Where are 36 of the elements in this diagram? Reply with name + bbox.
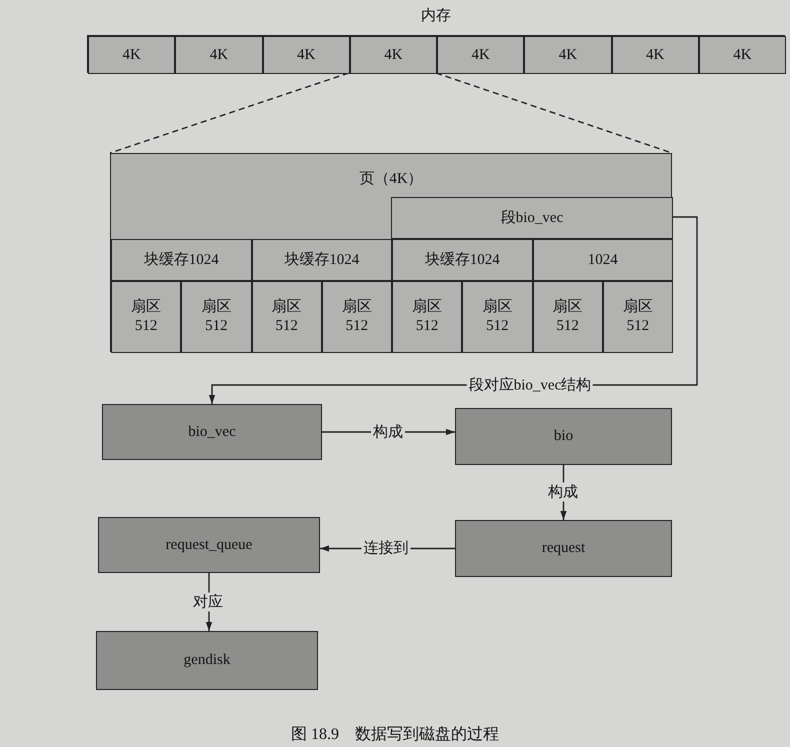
sector-cell: 扇区 512 <box>181 281 252 353</box>
block-buffer-cell: 块缓存1024 <box>111 239 252 281</box>
edge-label: 段对应bio_vec结构 <box>466 376 594 394</box>
page-box <box>110 153 672 352</box>
process-box: request <box>455 520 672 577</box>
sector-cell: 扇区 512 <box>322 281 392 353</box>
edge-label: 构成 <box>371 422 405 442</box>
memory-page-cell: 4K <box>524 36 612 74</box>
memory-title: 内存 <box>421 7 451 26</box>
sector-cell: 扇区 512 <box>532 281 603 353</box>
block-buffer-cell: 块缓存1024 <box>252 239 392 281</box>
process-box: bio <box>455 408 672 465</box>
sector-cell: 扇区 512 <box>111 281 182 353</box>
edge-label: 连接到 <box>362 538 410 558</box>
zoom-guide-line <box>110 72 349 154</box>
edge-label: 对应 <box>191 592 225 612</box>
sector-cell: 扇区 512 <box>462 281 532 353</box>
memory-page-cell: 4K <box>175 36 262 74</box>
figure-caption: 图 18.9 数据写到磁盘的过程 <box>291 724 499 745</box>
segment-box: 段bio_vec <box>391 197 673 239</box>
sector-cell: 扇区 512 <box>602 281 673 353</box>
memory-page-cell: 4K <box>698 36 786 74</box>
process-box: gendisk <box>96 631 318 690</box>
block-buffer-cell: 块缓存1024 <box>392 239 532 281</box>
process-box: bio_vec <box>102 404 322 460</box>
memory-page-cell: 4K <box>350 36 437 74</box>
block-buffer-cell: 1024 <box>532 239 673 281</box>
page-title: 页（4K） <box>359 170 423 189</box>
sector-cell: 扇区 512 <box>392 281 462 353</box>
sector-cell: 扇区 512 <box>252 281 322 353</box>
memory-page-cell: 4K <box>437 36 524 74</box>
edge-label: 构成 <box>546 482 580 502</box>
memory-page-cell: 4K <box>262 36 350 74</box>
memory-page-cell: 4K <box>88 36 176 74</box>
memory-page-cell: 4K <box>612 36 699 74</box>
process-box: request_queue <box>98 517 320 573</box>
